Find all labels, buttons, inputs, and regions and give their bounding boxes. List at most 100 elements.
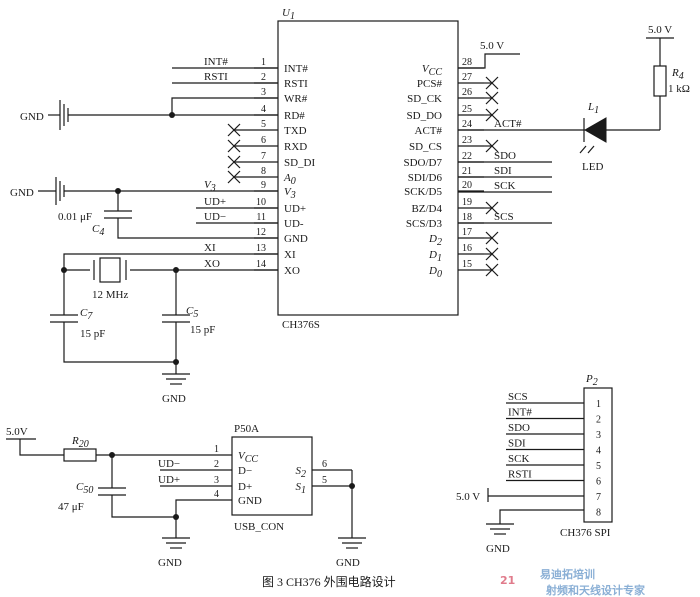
usb-pin-num: 2 bbox=[214, 459, 219, 470]
usb-pin-num: 1 bbox=[214, 444, 219, 455]
usb-pin-name: GND bbox=[238, 495, 262, 507]
net-scs: SCS bbox=[494, 211, 514, 223]
gnd-label-top: GND bbox=[20, 111, 44, 123]
right-nets: 5.0 V ACT# SDO SDI SCK SCS L1 LED 5.0 V … bbox=[458, 24, 690, 224]
u1-pin-num: 21 bbox=[462, 166, 472, 177]
u1-pin-num: 10 bbox=[256, 197, 266, 208]
net-vcc: 5.0 V bbox=[480, 40, 504, 52]
c4-ref: C4 bbox=[92, 223, 104, 238]
u1-pin-num: 11 bbox=[256, 212, 266, 223]
u1-pin-num: 7 bbox=[261, 151, 266, 162]
u1-pin-name: SCK/D5 bbox=[404, 186, 442, 198]
spi-pin-num: 6 bbox=[596, 477, 601, 488]
u1-pin-num: 5 bbox=[261, 119, 266, 130]
u1-pin-num: 25 bbox=[462, 104, 472, 115]
u1-pin-name: BZ/D4 bbox=[411, 203, 442, 215]
svg-text:易迪拓培训: 易迪拓培训 bbox=[540, 567, 595, 581]
spi-pin-num: 8 bbox=[596, 508, 601, 519]
u1-pin-name: SD_DO bbox=[407, 110, 443, 122]
c5-value: 15 pF bbox=[190, 324, 215, 336]
gnd-label-xtal: GND bbox=[162, 393, 186, 405]
u1-pin-name: SCS/D3 bbox=[406, 218, 443, 230]
u1-pin-name: SDI/D6 bbox=[408, 172, 443, 184]
c50-ref: C50 bbox=[76, 481, 93, 496]
r4-value: 1 kΩ bbox=[668, 83, 690, 95]
net-rsti: RSTI bbox=[204, 71, 228, 83]
u1-pin-name: SD_CS bbox=[409, 141, 442, 153]
net-sdi: SDI bbox=[494, 165, 512, 177]
u1-pin-name: TXD bbox=[284, 125, 307, 137]
u1-pin-name: SD_DI bbox=[284, 157, 316, 169]
spi-net-label: SDI bbox=[508, 438, 526, 450]
spi-name: CH376 SPI bbox=[560, 527, 611, 539]
net-udm: UD− bbox=[204, 211, 226, 223]
u1-pin-num: 6 bbox=[261, 135, 266, 146]
u1-pin-num: 16 bbox=[462, 243, 472, 254]
usb-net-udm: UD− bbox=[158, 458, 180, 470]
u1-pin-num: 23 bbox=[462, 135, 472, 146]
u1-pin-name: RXD bbox=[284, 141, 307, 153]
net-udp: UD+ bbox=[204, 196, 226, 208]
u1-pin-num: 9 bbox=[261, 180, 266, 191]
spi-pin-num: 1 bbox=[596, 399, 601, 410]
c50-value: 47 μF bbox=[58, 501, 84, 513]
u1-pin-name: UD+ bbox=[284, 203, 306, 215]
spi-net-label: SDO bbox=[508, 422, 530, 434]
usb-gnd-left: GND bbox=[158, 557, 182, 569]
svg-text:射频和天线设计专家: 射频和天线设计专家 bbox=[545, 583, 646, 597]
net-int: INT# bbox=[204, 56, 228, 68]
usb-pin-name: D+ bbox=[238, 481, 252, 493]
led-name: LED bbox=[582, 161, 603, 173]
u1-pin-name: INT# bbox=[284, 63, 308, 75]
u1-pin-name: XI bbox=[284, 249, 296, 261]
usb-pin-num: 3 bbox=[214, 475, 219, 486]
usb-pin-name: S2 bbox=[296, 465, 307, 480]
u1-pin-num: 19 bbox=[462, 197, 472, 208]
u1-pin-name: ACT# bbox=[415, 125, 443, 137]
u1-pin-name: VCC bbox=[422, 63, 442, 78]
led-supply: 5.0 V bbox=[648, 24, 672, 36]
usb-pin-name: D− bbox=[238, 465, 252, 477]
c7-ref: C7 bbox=[80, 307, 93, 322]
usb-section: 5.0V R20 C50 47 μF P50A USB_CON 1VCC2D−3… bbox=[6, 423, 366, 569]
r4-ref: R4 bbox=[671, 67, 684, 82]
svg-text:21: 21 bbox=[500, 574, 515, 587]
u1-ref: U1 bbox=[282, 7, 295, 22]
u1-pin-num: 18 bbox=[462, 212, 472, 223]
c4-value: 0.01 μF bbox=[58, 211, 92, 223]
usb-pin-name: S1 bbox=[296, 481, 307, 496]
spi-net-label: SCK bbox=[508, 453, 529, 465]
u1-pin-num: 17 bbox=[462, 227, 472, 238]
u1-pin-num: 22 bbox=[462, 151, 472, 162]
spi-pin-num: 7 bbox=[596, 492, 601, 503]
net-xi: XI bbox=[204, 242, 216, 254]
u1-pin-num: 2 bbox=[261, 72, 266, 83]
u1-name: CH376S bbox=[282, 319, 320, 331]
u1-pin-name: WR# bbox=[284, 93, 308, 105]
usb-name: P50A bbox=[234, 423, 259, 435]
net-sdo: SDO bbox=[494, 150, 516, 162]
u1-pin-name: GND bbox=[284, 233, 308, 245]
spi-net-label: RSTI bbox=[508, 469, 532, 481]
u1-pin-name: UD- bbox=[284, 218, 304, 230]
u1-pin-num: 12 bbox=[256, 227, 266, 238]
spi-net-label: SCS bbox=[508, 391, 528, 403]
usb-pin-num: 5 bbox=[322, 475, 327, 486]
r20-ref: R20 bbox=[71, 435, 89, 450]
u1-pin-num: 26 bbox=[462, 87, 472, 98]
spi-header: P2 CH376 SPI 1SCS2INT#3SDO4SDI5SCK6RSTI7… bbox=[456, 373, 613, 555]
spi-pin-num: 3 bbox=[596, 430, 601, 441]
left-nets: INT# RSTI GND GND V3 0.01 μF C4 UD+ UD− bbox=[10, 56, 278, 405]
u1-pin-num: 27 bbox=[462, 72, 472, 83]
u1-pin-name: RD# bbox=[284, 110, 305, 122]
u1-pin-name: XO bbox=[284, 265, 300, 277]
u1-pin-num: 20 bbox=[462, 180, 472, 191]
u1-pin-name: D2 bbox=[428, 233, 442, 248]
spi-pin-num: 2 bbox=[596, 415, 601, 426]
u1-pin-name: SDO/D7 bbox=[403, 157, 442, 169]
u1-pin-num: 8 bbox=[261, 166, 266, 177]
u1-pin-name: A0 bbox=[283, 172, 296, 187]
spi-net-label: 5.0 V bbox=[456, 491, 480, 503]
